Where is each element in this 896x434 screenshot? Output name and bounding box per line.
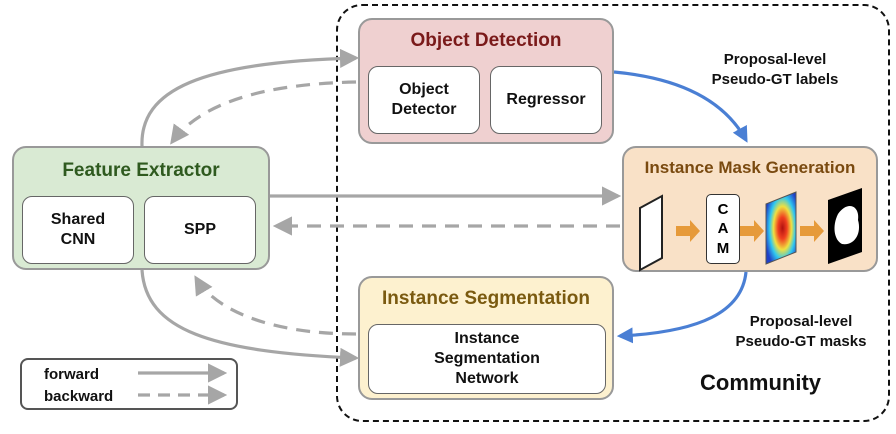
backward-arrow-from-segmentation xyxy=(194,275,357,336)
spp-label: SPP xyxy=(183,221,216,238)
feature-extractor-box: Feature Extractor Shared CNN SPP xyxy=(12,146,270,270)
regressor-label: Regressor xyxy=(506,91,586,108)
proposal-parallelogram xyxy=(639,194,663,272)
object-detector-label: Object Detector xyxy=(391,81,457,118)
blue-arrow-detection-to-mask xyxy=(613,70,748,143)
backward-arrow-from-detection xyxy=(170,80,357,145)
cam-letter-m: M xyxy=(716,239,730,257)
blue-arrow-mask-to-segmentation xyxy=(616,271,748,344)
instance-segmentation-title: Instance Segmentation xyxy=(382,288,590,309)
shared-cnn-box: Shared CNN xyxy=(22,196,134,264)
legend: forward backward xyxy=(20,358,238,410)
feature-extractor-title: Feature Extractor xyxy=(62,160,220,181)
proposal-labels-text: Proposal-level Pseudo-GT labels xyxy=(711,51,839,88)
cam-box: C A M xyxy=(706,194,740,264)
object-detection-title: Object Detection xyxy=(410,30,562,51)
community-region xyxy=(336,4,890,422)
object-detection-box: Object Detection Object Detector Regress… xyxy=(358,18,614,144)
instance-segmentation-box: Instance Segmentation Instance Segmentat… xyxy=(358,276,614,400)
legend-forward-label: forward xyxy=(44,366,100,383)
pipeline-arrow-3 xyxy=(800,220,824,242)
segmentation-network-label: Instance Segmentation Network xyxy=(434,330,540,387)
legend-backward-label: backward xyxy=(44,388,114,405)
cam-letter-a: A xyxy=(717,220,729,238)
forward-arrow-to-detection xyxy=(140,48,360,147)
mask-blob xyxy=(834,206,860,245)
mask-generation-title: Instance Mask Generation xyxy=(644,158,856,177)
forward-arrow-to-segmentation xyxy=(140,269,360,367)
segmentation-network-box: Instance Segmentation Network xyxy=(368,324,606,394)
shared-cnn-label: Shared CNN xyxy=(50,211,106,248)
pipeline-arrow-2 xyxy=(740,220,764,242)
object-detector-box: Object Detector xyxy=(368,66,480,134)
cam-letter-c: C xyxy=(717,200,729,218)
pipeline-arrow-1 xyxy=(676,220,700,242)
regressor-box: Regressor xyxy=(490,66,602,134)
community-label: Community xyxy=(700,370,821,395)
spp-box: SPP xyxy=(144,196,256,264)
cam-heatmap xyxy=(765,191,797,265)
proposal-masks-text: Proposal-level Pseudo-GT masks xyxy=(735,313,867,350)
